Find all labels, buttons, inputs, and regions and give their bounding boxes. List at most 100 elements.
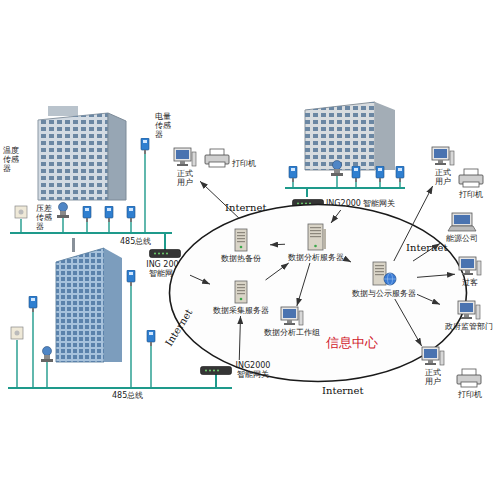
client-computer: 过客 [455,256,485,290]
sensor-device [147,330,155,346]
monitor [174,148,191,161]
drive-slot [375,271,384,272]
node-label: 正式用户 [176,169,194,187]
network-label: Internet [406,242,447,253]
node-label: 正式用户 [424,368,442,386]
monitor-base [461,317,472,319]
srv-icon [232,228,250,252]
sensor-device [376,166,384,182]
drive-slot [237,232,245,233]
gateway-led [209,369,211,371]
drive-slot [237,238,245,239]
building-side [108,113,126,200]
ellipse-outline [170,205,467,382]
drive-slot [375,268,384,269]
network-label: Internet [225,202,266,213]
sensor-device [127,206,135,222]
server-case [235,281,247,303]
gateway-case [150,250,181,258]
gateway-led [154,253,156,255]
server-case [308,224,323,250]
sensor-label: 温度传感器 [3,146,20,173]
monitor-stand [287,320,292,323]
gateway-led [309,202,311,204]
power-led [240,246,243,249]
arrow-connector [190,275,210,284]
client-computer: 正式用户 [418,346,448,386]
arrow-connector [413,243,440,261]
arrow-connector [200,181,239,218]
workstation-node: 数据分析工作组 [262,306,322,338]
srv3-icon [371,261,397,287]
arrow-connector [347,260,351,262]
server-node: 数据分析服务器 [285,223,347,263]
arrow-connector [331,210,341,223]
monitor-stand [465,270,470,273]
pc-tower [477,261,481,275]
pc-tower [440,351,444,365]
gateway-led [305,202,307,204]
pc-tower [450,151,454,165]
arrow-connector [395,299,422,346]
pressure-transmitter [331,161,343,177]
gateway-led [166,253,168,255]
sensor-device [83,206,91,222]
sensor-device [127,270,135,286]
printer-label: 打印机 [232,159,256,168]
drive-slot [375,274,384,275]
node-label: 数据分析服务器 [288,253,344,262]
bus-line [10,233,172,251]
screen [434,149,447,158]
drive-slot [237,293,245,294]
server-node: 数据采集服务器 [210,280,272,316]
monitor-base [425,363,436,365]
printer-icon [459,169,483,187]
monitor [422,347,439,360]
laptop-screen [454,215,470,224]
screen [176,150,189,159]
node-label: 政府监管部门 [445,322,493,331]
bus-line [285,188,405,197]
srv2-icon [305,223,327,251]
arrow-connector [417,294,440,304]
building-side [375,102,395,170]
temperature-sensor [11,327,23,339]
printer-label: 打印机 [458,390,482,399]
building-windows [38,113,108,200]
pc-icon [458,256,482,276]
screen [424,349,437,358]
server-side [323,229,326,249]
monitor-stand [180,161,185,164]
pc-tower [299,311,303,325]
node-label: 过客 [462,278,478,287]
power-led [314,245,317,248]
arrow-connector [297,263,310,306]
bus-label: 485总线 [120,237,151,246]
arrow-connector [394,186,433,261]
gateway-led [213,369,215,371]
sensor-device [105,206,113,222]
gateway-box: ING2000 智能网关 [200,360,278,380]
server-case [373,262,386,285]
center-title: 信息中心 [326,335,378,350]
printer-icon [205,149,229,167]
node-label: 正式用户 [434,168,452,186]
node-label: 数据与公示服务器 [352,289,416,298]
laptop-base [448,226,476,231]
drive-slot [237,241,245,242]
drive-slot [310,227,321,228]
screen [461,259,474,268]
pressure-transmitter [41,347,53,363]
building-front [305,102,375,170]
node-label: 数据分析工作组 [264,328,320,337]
arrow-connector [270,244,285,246]
gateway-led [158,253,160,255]
printer-icon [457,369,481,387]
bus-drop [21,154,145,233]
gw-icon [149,249,181,258]
power-led [240,298,243,301]
arrow-connector [239,316,240,360]
gateway-led [205,369,207,371]
